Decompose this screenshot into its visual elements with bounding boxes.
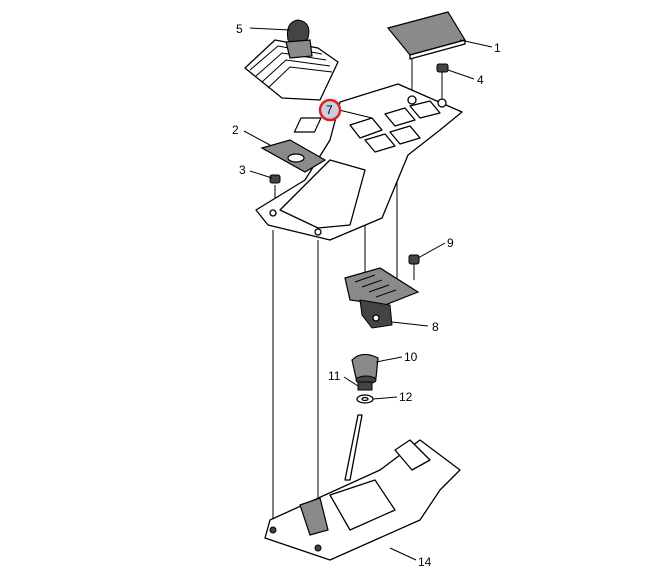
part-14-shifter-base[interactable] — [264, 414, 461, 561]
part-8-switch-bracket[interactable] — [344, 267, 420, 329]
assembly-guide-lines — [272, 40, 443, 548]
part-10-knob[interactable] — [351, 353, 379, 385]
part-7-console-panel[interactable] — [255, 83, 463, 241]
selected-callout-highlight — [318, 98, 342, 122]
callout-3[interactable]: 3 — [239, 163, 246, 177]
part-12-washer[interactable] — [356, 394, 374, 404]
part-3-screw[interactable] — [269, 174, 281, 184]
callout-14[interactable]: 14 — [418, 555, 432, 569]
part-4-screw[interactable] — [436, 63, 449, 86]
callout-12[interactable]: 12 — [399, 390, 413, 404]
callout-8[interactable]: 8 — [432, 320, 439, 334]
callout-1[interactable]: 1 — [494, 41, 501, 55]
callout-7[interactable]: 7 — [326, 103, 333, 117]
part-2-trim[interactable] — [260, 139, 327, 173]
callout-4[interactable]: 4 — [477, 73, 484, 87]
callout-2[interactable]: 2 — [232, 123, 239, 137]
callout-11[interactable]: 11 — [328, 369, 341, 383]
part-9-screw[interactable] — [408, 254, 420, 280]
part-5-shift-boot[interactable] — [244, 19, 339, 101]
part-11-collar[interactable] — [357, 381, 373, 391]
part-1-cover[interactable] — [386, 11, 466, 60]
callout-10[interactable]: 10 — [404, 350, 418, 364]
callout-5[interactable]: 5 — [236, 22, 243, 36]
leader-lines — [243, 27, 493, 561]
callout-9[interactable]: 9 — [447, 236, 454, 250]
